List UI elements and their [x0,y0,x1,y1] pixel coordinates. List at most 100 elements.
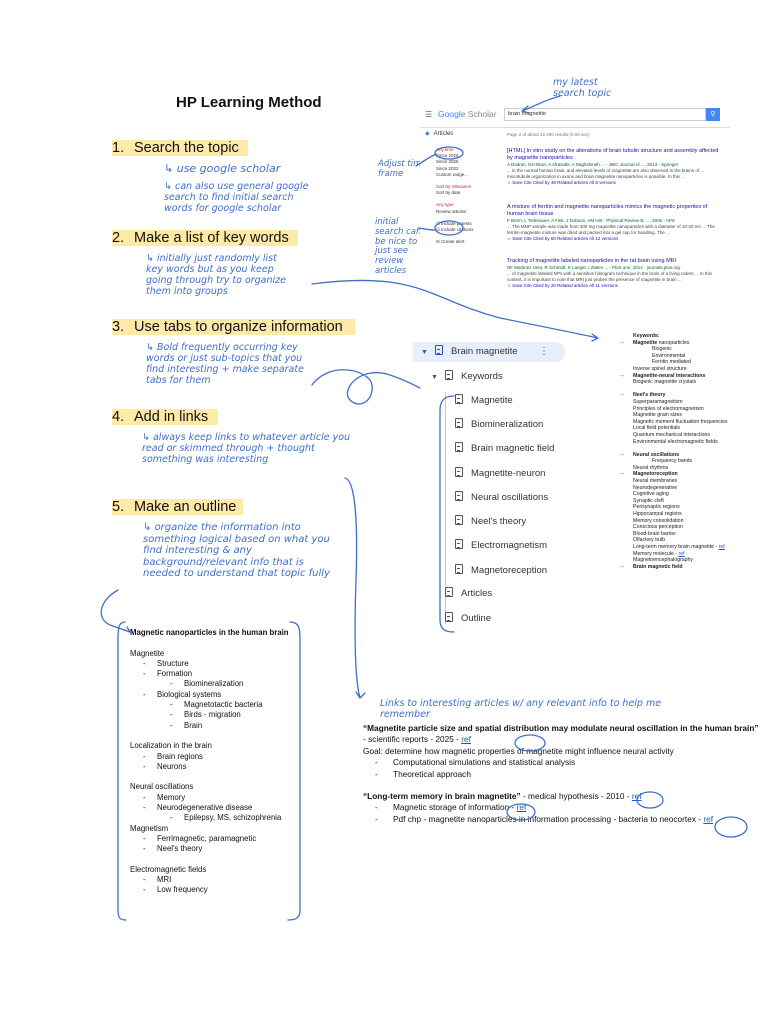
result-links[interactable]: ☆ Save Cite Cited by 60 Related articles… [507,236,619,241]
result-links[interactable]: ☆ Save Cite Cited by 20 Related articles… [507,283,619,288]
keyword-line: →Brain magnetic field [618,562,683,570]
step-4: 4.Add in links [112,409,209,425]
document-icon [455,539,463,549]
result-title[interactable]: [HTML] In vitro study on the alterations… [507,148,719,161]
menu-icon[interactable]: ☰ [425,110,433,119]
keywords-header: Keywords: [633,333,660,339]
note-keywords: ↳ initially just randomly list key words… [146,253,286,297]
ref-link[interactable]: ref [631,791,642,802]
document-icon [455,442,463,452]
references-document: “Magnetite particle size and spatial dis… [363,723,763,825]
search-icon[interactable]: ⚲ [706,108,720,121]
tab-magnetoreception[interactable]: Magnetoreception [455,561,547,581]
document-icon [455,467,463,477]
caret-down-icon[interactable]: ▼ [421,349,428,356]
keyword-line: Biogenic [652,346,672,353]
tab-magnetite[interactable]: Magnetite [455,391,513,411]
arrow-icon: → [618,450,625,458]
arrow-icon: → [618,371,625,379]
highlight [112,319,355,335]
step-2: 2.Make a list of key words [112,230,289,246]
more-options-icon[interactable]: ⋮ [539,346,549,357]
filter-any-time[interactable]: Any time [436,147,454,152]
arrow-icon: → [618,470,625,478]
keyword-line: Cognitive aging [633,491,669,498]
sort-date[interactable]: Sort by date [436,190,461,196]
create-alert[interactable]: ✉ Create alert [436,239,465,245]
circle-any-time [434,146,464,160]
result-title[interactable]: A mixture of ferritin and magnetite nano… [507,204,708,217]
tab-neural-oscillations[interactable]: Neural oscillations [455,488,548,508]
outline-line: -Formation [143,669,193,679]
keyword-line: Environmental electromagnetic fields [633,438,718,445]
document-icon [455,564,463,574]
arrow-icon: → [618,562,625,570]
keyword-line: →Magnetoreception [618,470,678,478]
keyword-line: →Neel's theory [618,391,666,399]
result-authors: F Brem, L Tiefenauer, A Fink, J Dobson, … [507,218,675,223]
keyword-line[interactable]: Long-term memory brain magnetite - ref [633,544,725,550]
result-links[interactable]: ☆ Save Cite Cited by 48 Related articles… [507,180,616,185]
filter-item[interactable]: Since 2025 [436,159,459,165]
outline-line: Magnetite [130,648,165,658]
keyword-line: Hippocampal regions [633,511,682,518]
keyword-line: Magnetoencephalography [633,557,693,564]
page-title: HP Learning Method [176,94,322,111]
arrow-latest-topic [521,95,561,114]
tab-neels-theory[interactable]: Neel's theory [455,512,526,532]
circle-ref3 [506,803,536,821]
document-icon [445,612,453,622]
checkbox-citations[interactable]: ☑ include citations [436,227,474,233]
list-item: -Pdf chp - magnetite nanoparticles in in… [375,813,714,824]
ref-link[interactable]: ref [703,813,714,824]
keyword-line: Conscious perception [633,524,683,531]
outline-line: -Biological systems [143,689,222,699]
outline-line: -Neurons [143,761,187,771]
filter-item[interactable]: Since 2022 [436,165,459,171]
arrow-adjust-time [415,153,437,167]
keyword-line: Superparamagnetism [633,398,683,405]
result-title[interactable]: Tracking of magnetite labeled nanopartic… [507,258,677,264]
keyword-line: Blood-brain barrier [633,530,676,537]
search-input[interactable]: brain magnetite [504,108,706,121]
outline-line: -Biomineralization [170,679,244,689]
ref-link[interactable]: ref [678,550,685,557]
circle-ref2 [636,791,664,809]
sort-relevance[interactable]: Sort by relevance [436,184,472,190]
tab-brain-magnetic-field[interactable]: Brain magnetic field [455,439,554,459]
tab-brain-magnetite[interactable]: ▼Brain magnetite ⋮ [413,342,565,362]
tab-outline[interactable]: Outline [445,609,491,626]
step-3: 3.Use tabs to organize information [112,319,343,335]
arrow-keywords [311,279,599,342]
keyword-line: Olfactory bulb [633,537,666,544]
scholar-logo: Google Scholar [438,109,497,119]
note-google-scholar: ↳ use google scholar [164,162,281,175]
filter-item[interactable]: Custom range... [436,171,469,177]
keyword-line: Perisynaptic regions [633,504,680,511]
ref-link[interactable]: ref [718,544,725,550]
tab-biomineralization[interactable]: Biomineralization [455,415,543,435]
keyword-line: Ferritin mediated [652,359,691,366]
keyword-line[interactable]: Memory molecule - ref [633,550,685,557]
ref-link[interactable]: ref [516,802,527,813]
ref-link[interactable]: ref [461,734,471,745]
tab-keywords[interactable]: ▼Keywords [431,367,503,387]
outline-line: -Ferrimagnetic, paramagnetic [143,833,257,843]
tab-electromagnetism[interactable]: Electromagnetism [455,536,547,556]
outline-line: Localization in the brain [130,741,212,751]
result-snippet: ... The MNP sample was made from 300 mg … [507,224,715,235]
note-general-search: ↳ can also use general google search to … [164,181,309,214]
tab-articles[interactable]: Articles [445,584,492,604]
filter-any-type[interactable]: Any type [436,202,454,208]
filter-item[interactable]: Since 2026 [436,153,459,159]
tab-magnetite-neuron[interactable]: Magnetite-neuron [455,464,545,484]
keyword-line: Neurodegenerative [633,484,678,491]
result-count: Page 2 of about 42,400 results (0.06 sec… [507,132,590,137]
outline-line: -Structure [143,658,189,668]
articles-label[interactable]: ◆Articles [425,131,454,137]
caret-down-icon[interactable]: ▼ [431,374,438,381]
arrow-links [344,477,366,699]
filter-review[interactable]: Review articles [436,208,467,214]
keyword-line: Neural rhythms [633,464,669,471]
